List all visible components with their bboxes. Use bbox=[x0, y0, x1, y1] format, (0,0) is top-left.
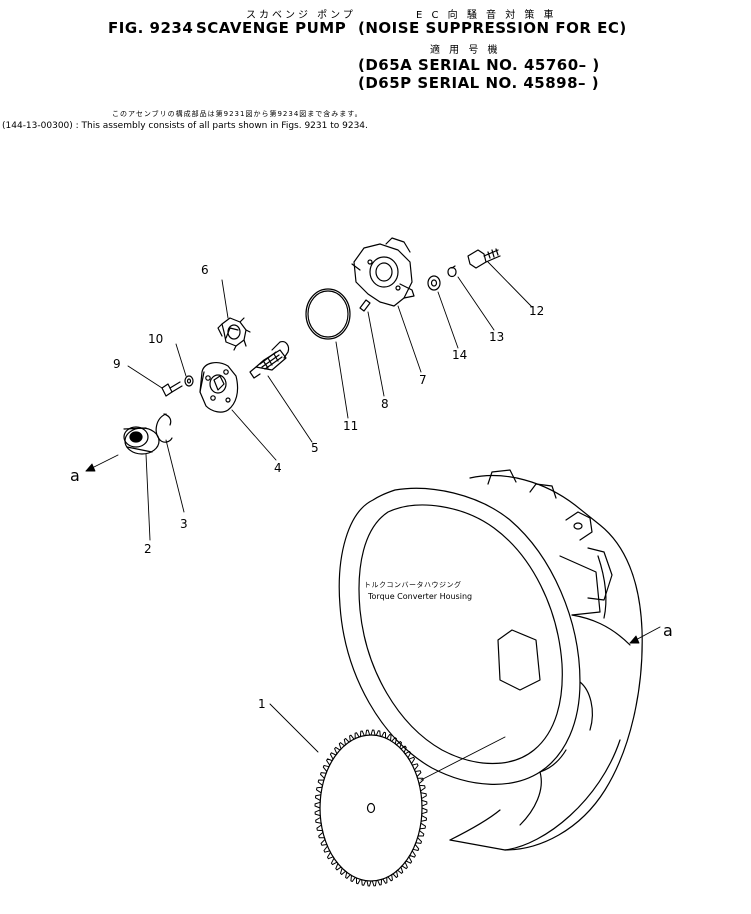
part-1-drive-gear bbox=[314, 729, 428, 887]
part-10-washer bbox=[184, 375, 194, 387]
callout-3: 3 bbox=[180, 517, 188, 531]
japanese-title: スカベンジ ポンプ bbox=[246, 10, 356, 21]
part-6-driven-gear bbox=[217, 317, 251, 351]
part-14-washer bbox=[427, 275, 441, 291]
housing-label-japanese: トルクコンバータハウジング bbox=[364, 580, 462, 589]
part-3-snap-ring bbox=[155, 413, 173, 443]
callout-11: 11 bbox=[343, 419, 358, 433]
view-label-a-right: a bbox=[663, 621, 673, 640]
figure-number: FIG. 9234 bbox=[108, 19, 194, 37]
callout-9: 9 bbox=[113, 357, 121, 371]
serial-range-d65a: (D65A SERIAL NO. 45760– ) bbox=[358, 56, 600, 74]
figure-title: SCAVENGE PUMP bbox=[196, 19, 347, 37]
callout-13: 13 bbox=[489, 330, 504, 344]
callout-5: 5 bbox=[311, 441, 319, 455]
assembly-note: (144-13-00300) : This assembly consists … bbox=[2, 121, 368, 131]
callout-7: 7 bbox=[419, 373, 427, 387]
callout-12: 12 bbox=[529, 304, 544, 318]
japanese-applicability: 適 用 号 機 bbox=[430, 45, 501, 56]
callout-1: 1 bbox=[258, 697, 266, 711]
torque-converter-housing: トルクコンバータハウジング Torque Converter Housing bbox=[338, 469, 643, 851]
view-label-a-left: a bbox=[70, 466, 80, 485]
serial-range-d65p: (D65P SERIAL NO. 45898– ) bbox=[358, 74, 600, 92]
view-arrows bbox=[85, 454, 661, 644]
callout-8: 8 bbox=[381, 397, 389, 411]
housing-label-english: Torque Converter Housing bbox=[367, 592, 472, 601]
part-5-gear-shaft bbox=[249, 341, 290, 379]
figure-subtitle: (NOISE SUPPRESSION FOR EC) bbox=[358, 19, 627, 37]
leader-lines bbox=[127, 261, 533, 781]
part-12-bolt bbox=[467, 248, 501, 269]
part-7-pump-cover bbox=[351, 237, 415, 307]
callout-2: 2 bbox=[144, 542, 152, 556]
callout-numbers: 1 2 3 4 5 6 7 8 9 10 11 12 13 14 a a bbox=[70, 263, 673, 711]
part-2-bearing bbox=[123, 426, 160, 455]
part-13-spring-washer bbox=[447, 265, 457, 278]
part-8-dowel-pin bbox=[359, 299, 371, 312]
part-9-bolt bbox=[161, 381, 183, 397]
callout-6: 6 bbox=[201, 263, 209, 277]
japanese-subtitle: E C 向 騒 音 対 策 車 bbox=[416, 10, 557, 21]
part-4-pump-body bbox=[199, 362, 239, 413]
japanese-assembly-note: このアセンブリの構成部品は第9231図から第9234図まで含みます。 bbox=[112, 110, 363, 118]
callout-4: 4 bbox=[274, 461, 282, 475]
callout-14: 14 bbox=[452, 348, 467, 362]
callout-10: 10 bbox=[148, 332, 163, 346]
part-11-o-ring bbox=[305, 288, 351, 340]
